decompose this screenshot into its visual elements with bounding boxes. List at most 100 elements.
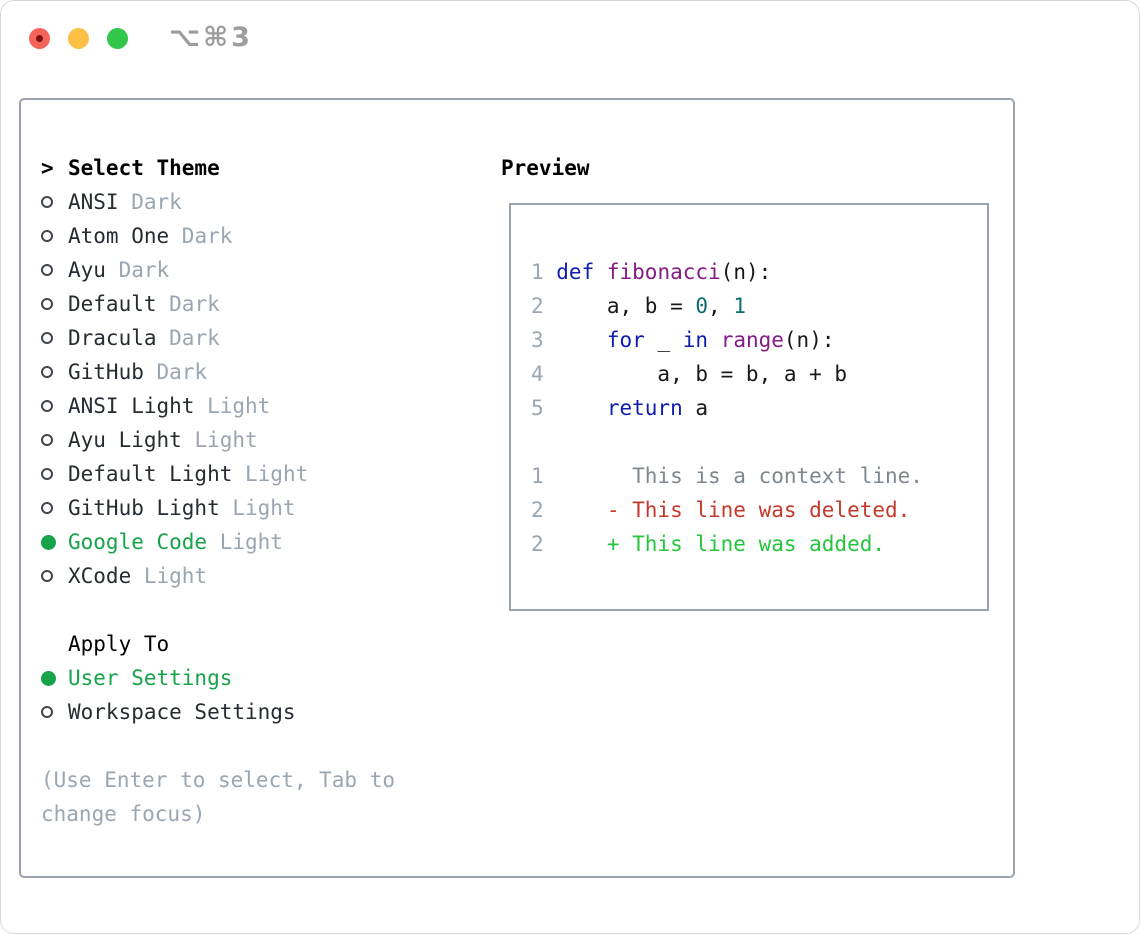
preview-line: 2 a, b = 0, 1 bbox=[531, 289, 987, 323]
theme-name: Default bbox=[68, 292, 157, 316]
theme-option[interactable]: GitHub Light Light bbox=[41, 491, 501, 525]
radio-icon bbox=[41, 230, 53, 242]
radio-icon bbox=[41, 196, 53, 208]
radio-cell bbox=[41, 706, 68, 718]
line-number: 2 bbox=[531, 294, 544, 318]
code-segment bbox=[708, 328, 721, 352]
preview-line: 5 return a bbox=[531, 391, 987, 425]
line-number: 2 bbox=[531, 532, 544, 556]
theme-option[interactable]: XCode Light bbox=[41, 559, 501, 593]
apply-to-title: Apply To bbox=[68, 632, 170, 656]
preview-line: 2 - This line was deleted. bbox=[531, 493, 987, 527]
radio-cell bbox=[41, 502, 68, 514]
preview-line: 3 for _ in range(n): bbox=[531, 323, 987, 357]
theme-variant: Dark bbox=[143, 360, 208, 384]
line-number: 3 bbox=[531, 328, 544, 352]
theme-option[interactable]: GitHub Dark bbox=[41, 355, 501, 389]
radio-selected-icon bbox=[41, 670, 56, 686]
theme-variant: Light bbox=[181, 428, 258, 452]
zoom-button[interactable] bbox=[107, 28, 128, 49]
radio-icon bbox=[41, 434, 53, 446]
code-segment: + This line was added. bbox=[556, 532, 886, 556]
code-segment: _ bbox=[644, 328, 683, 352]
line-number: 1 bbox=[531, 260, 544, 284]
radio-icon bbox=[41, 502, 53, 514]
theme-variant: Dark bbox=[105, 258, 170, 282]
radio-icon bbox=[41, 706, 53, 718]
radio-cell bbox=[41, 264, 68, 276]
theme-variant: Light bbox=[194, 394, 271, 418]
code-segment: return bbox=[606, 396, 683, 420]
radio-cell bbox=[41, 570, 68, 582]
radio-icon bbox=[41, 298, 53, 310]
radio-icon bbox=[41, 570, 53, 582]
radio-icon bbox=[41, 400, 53, 412]
radio-cell bbox=[41, 298, 68, 310]
code-segment: in bbox=[682, 328, 709, 352]
code-segment: def bbox=[556, 260, 595, 284]
code-segment: a, b = b, a + b bbox=[556, 362, 848, 386]
theme-option[interactable]: Ayu Light Light bbox=[41, 423, 501, 457]
theme-variant: Dark bbox=[156, 326, 220, 350]
code-segment bbox=[594, 260, 607, 284]
theme-name: XCode bbox=[68, 564, 132, 588]
theme-option[interactable]: Default Dark bbox=[41, 287, 501, 321]
radio-icon bbox=[41, 366, 53, 378]
theme-name: Atom One bbox=[68, 224, 170, 248]
apply-to-header: Apply To bbox=[41, 627, 501, 661]
code-segment: 1 bbox=[733, 294, 746, 318]
theme-name: ANSI Light bbox=[68, 394, 195, 418]
theme-variant: Light bbox=[131, 564, 208, 588]
theme-name: Default Light bbox=[68, 462, 233, 486]
theme-name: Google Code bbox=[68, 530, 208, 554]
radio-cell bbox=[41, 534, 68, 550]
theme-name: GitHub Light bbox=[68, 496, 220, 520]
theme-variant: Dark bbox=[169, 224, 233, 248]
preview-title: Preview bbox=[501, 156, 590, 180]
close-button[interactable] bbox=[29, 28, 50, 49]
theme-option[interactable]: Default Light Light bbox=[41, 457, 501, 491]
help-text: (Use Enter to select, Tab to change focu… bbox=[41, 768, 396, 826]
theme-option[interactable]: Ayu Dark bbox=[41, 253, 501, 287]
theme-name: Ayu Light bbox=[68, 428, 182, 452]
preview-header: Preview bbox=[501, 151, 590, 185]
radio-cell bbox=[41, 332, 68, 344]
radio-icon bbox=[41, 264, 53, 276]
theme-option[interactable]: ANSI Dark bbox=[41, 185, 501, 219]
theme-option[interactable]: Dracula Dark bbox=[41, 321, 501, 355]
code-segment: - This line was deleted. bbox=[556, 498, 911, 522]
titlebar: ⌥⌘3 bbox=[1, 1, 1139, 97]
code-segment: for bbox=[606, 328, 645, 352]
code-segment: , bbox=[708, 294, 734, 318]
window-title: ⌥⌘3 bbox=[169, 22, 253, 53]
theme-list-header: > Select Theme bbox=[41, 151, 501, 185]
theme-list-title: Select Theme bbox=[68, 156, 220, 180]
radio-cell bbox=[41, 434, 68, 446]
theme-variant: Dark bbox=[118, 190, 182, 214]
theme-variant: Light bbox=[219, 496, 296, 520]
theme-option[interactable]: Atom One Dark bbox=[41, 219, 501, 253]
code-segment: This is a context line. bbox=[556, 464, 923, 488]
apply-to-option[interactable]: Workspace Settings bbox=[41, 695, 501, 729]
theme-option[interactable]: Google Code Light bbox=[41, 525, 501, 559]
code-segment: a bbox=[682, 396, 709, 420]
theme-variant: Light bbox=[232, 462, 309, 486]
unsaved-dot-icon bbox=[36, 35, 43, 42]
theme-variant: Dark bbox=[156, 292, 220, 316]
apply-to-option[interactable]: User Settings bbox=[41, 661, 501, 695]
preview-line bbox=[531, 425, 987, 459]
preview-line bbox=[531, 221, 987, 255]
radio-cell bbox=[41, 196, 68, 208]
radio-cell bbox=[41, 366, 68, 378]
preview-line: 4 a, b = b, a + b bbox=[531, 357, 987, 391]
theme-option[interactable]: ANSI Light Light bbox=[41, 389, 501, 423]
minimize-button[interactable] bbox=[68, 28, 89, 49]
code-segment: range bbox=[720, 328, 784, 352]
code-segment: fibonacci bbox=[606, 260, 721, 284]
code-segment bbox=[556, 328, 607, 352]
